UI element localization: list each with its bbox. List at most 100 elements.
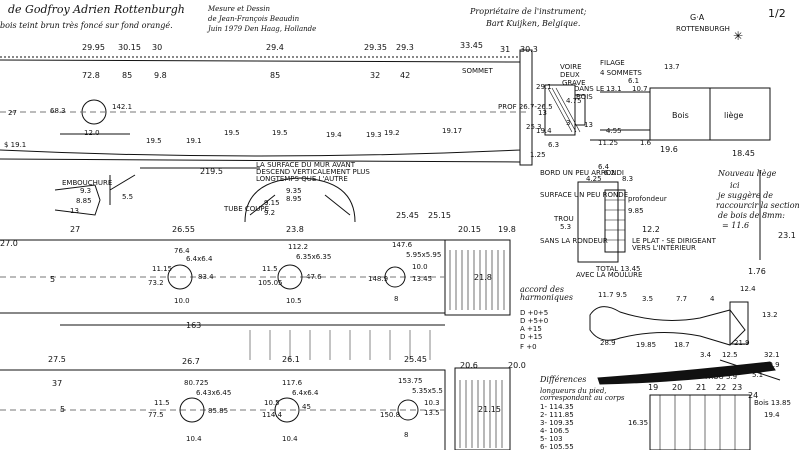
hole-d: 117.6 (282, 379, 303, 387)
socket-profile (244, 177, 356, 223)
key-num: 5.1 (752, 371, 764, 379)
upper-pos: 25.15 (428, 211, 451, 220)
lower-pos: 26.7 (182, 357, 200, 366)
tip-dim: 29.1 (536, 83, 552, 91)
accord-item: D +5+0 (520, 317, 549, 325)
lower-len: 163 (186, 321, 202, 330)
wall-num: 8.95 (286, 195, 302, 203)
hole-a: 10.5 (264, 399, 280, 407)
diam-label: 85 (270, 71, 281, 80)
hole-s: 6.4x6.4 (186, 255, 213, 263)
cork-num: 11.25 (598, 139, 619, 147)
tip-dim: 6.3 (548, 141, 560, 149)
hole-w: 8 (404, 431, 409, 439)
diam-label: 9.8 (154, 71, 167, 80)
key-num: 29.9 (764, 361, 780, 369)
pos-label: 29.35 (364, 43, 387, 52)
cork-note: DANS LE (574, 85, 605, 93)
lower-pos: 26.1 (282, 355, 300, 364)
pos-label: 33.45 (460, 41, 483, 50)
pos-label: 31 (500, 45, 511, 54)
pos-label: 29.4 (266, 43, 284, 52)
lower-pos: 20.0 (508, 361, 526, 370)
hole-w: 12.0 (84, 129, 100, 137)
diff-row: 4- 106.5 (540, 427, 570, 435)
lower-hole-2 (274, 397, 300, 423)
hole-a: 11.15 (152, 265, 173, 273)
hole-c: 85.85 (208, 407, 229, 415)
owner-line2: Bart Kuijken, Belgique. (486, 19, 581, 28)
pos-label: 30.15 (118, 43, 141, 52)
hole-w: 10.5 (286, 297, 302, 305)
accord-item: D +0+5 (520, 309, 549, 317)
hole-b: 77.5 (148, 411, 164, 419)
tip-dim: 13 (538, 109, 547, 117)
pos-label: 29.95 (82, 43, 105, 52)
accord-item: A +15 (520, 325, 542, 333)
bore-label: 19.17 (442, 127, 463, 135)
key-num: 4 (710, 295, 715, 303)
cork-num: 13.7 (664, 63, 680, 71)
hole-a: 10.3 (424, 399, 440, 407)
socket-num: 5.3 (560, 223, 572, 231)
hole-w: 10.4 (186, 435, 202, 443)
note-line: Nouveau liège (718, 169, 777, 178)
foot-num: 24 (748, 391, 759, 400)
hole-c: 45 (302, 403, 311, 411)
emb-dim: 9.3 (80, 187, 92, 195)
key-outline (589, 306, 746, 346)
hole-b: 148.9 (368, 275, 389, 283)
upper-left: 5 (50, 275, 56, 284)
key-num: 9.5 (616, 291, 628, 299)
hole-b: 105.05 (258, 279, 283, 287)
upper-hole-2 (277, 264, 303, 290)
embouchure-detail (54, 184, 101, 216)
tube-label: TUBE COUPÉ (224, 205, 270, 213)
cork-liege-label: liège (724, 111, 744, 120)
key-num: 13.2 (762, 311, 778, 319)
diff-title: Différences (540, 375, 587, 384)
bore-label: 19.5 (224, 129, 240, 137)
diam-label: 42 (400, 71, 411, 80)
wall-num: 9.15 (264, 199, 280, 207)
pos-label: 30.3 (520, 45, 538, 54)
hole-d: 112.2 (288, 243, 309, 251)
lower-section: 21.15 (478, 405, 501, 414)
bore-label: 19.5 (146, 137, 162, 145)
hole-a: 11.5 (154, 399, 170, 407)
wall-num: 9.35 (286, 187, 302, 195)
emb-dim: 5.5 (122, 193, 134, 201)
hole-c: 47.6 (306, 273, 322, 281)
diff-row: 2- 111.85 (540, 411, 574, 419)
diam-label: 32 (370, 71, 381, 80)
cork-num: 6.1 (628, 77, 640, 85)
foot-num: 19 (648, 383, 659, 392)
cork-num: 4.75 (566, 97, 582, 105)
socket-label: LE PLAT - SE DIRIGEANT VERS L'INTÉRIEUR (632, 237, 716, 252)
socket-label: SURFACE UN PEU RONDE (540, 191, 629, 199)
measure-line1: Mesure et Dessin (208, 5, 270, 13)
key-num: 12.5 (722, 351, 738, 359)
foot-num: 23 (732, 383, 743, 392)
socket-num: 6.4 (598, 163, 610, 171)
cork-note: BOIS (576, 93, 593, 101)
page-number: 1/2 (768, 7, 786, 20)
stamp-name: ROTTENBURGH (676, 25, 730, 33)
upper-pos: 27 (70, 225, 81, 234)
emb-dim: 8.85 (76, 197, 92, 205)
foot-num: Bois 13.85 (754, 399, 791, 407)
note-value: 1.76 (748, 267, 766, 276)
hole-d: 80.725 (184, 379, 209, 387)
embouchure-label: EMBOUCHURE (62, 179, 113, 187)
hole-s: 6.43x6.45 (196, 389, 232, 397)
note-line: je suggère de (718, 191, 773, 200)
lower-joint-outline (0, 369, 446, 450)
tip-dim: 1.25 (530, 151, 546, 159)
note-line: = 11.6 (722, 221, 750, 230)
length-label: 219.5 (200, 167, 223, 176)
cork-num: 4.55 (606, 127, 622, 135)
bore-label: 19.5 (272, 129, 288, 137)
note-line: ici (730, 181, 740, 190)
measure-line2: de Jean-François Beaudin (208, 15, 300, 23)
